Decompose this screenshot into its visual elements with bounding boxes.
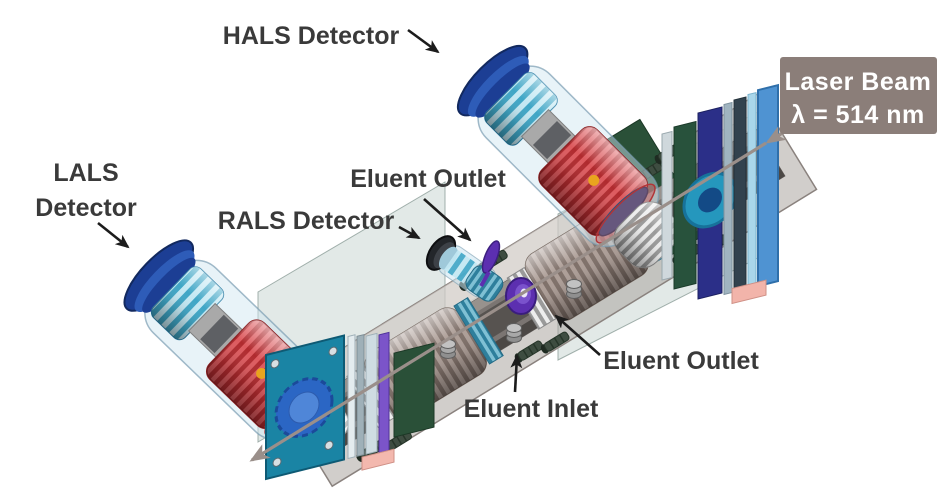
lals-detector-label-line2: Detector [35, 194, 137, 222]
screw-icon [324, 440, 334, 450]
laser-entrance-plate-stack [661, 83, 779, 305]
left-coil-teal-rings [453, 296, 504, 365]
eluent-outlet-mid-arrow [554, 314, 601, 356]
eluent-inlet-port [506, 323, 522, 343]
entr-plate-dark [733, 96, 747, 293]
eluent-outlet-top-fitting [481, 240, 501, 274]
laser-exit-plate-stack [265, 331, 435, 481]
rals-arrow [398, 225, 421, 240]
exit-base-pink [361, 448, 395, 471]
laser-callout: Laser Beam λ = 514 nm [780, 57, 937, 134]
exit-plate-light [365, 332, 378, 455]
eluent-outlet-top-label: Eluent Outlet [350, 165, 506, 193]
laser-callout-line2: λ = 514 nm [791, 101, 925, 129]
lals-arrow [97, 221, 130, 249]
entr-plate-blue [757, 83, 779, 288]
exit-plate-purple [378, 331, 390, 454]
exit-gear-core [288, 391, 320, 424]
rals-lens [438, 246, 458, 270]
hals-detector-label: HALS Detector [223, 22, 400, 50]
eluent-outlet-mid-fitting [505, 277, 537, 315]
laser-callout-line1: Laser Beam [785, 68, 932, 96]
exit-green-block [393, 342, 435, 438]
laser-callout-box [780, 57, 937, 134]
port-stub [566, 279, 582, 299]
hals-arrow [407, 28, 440, 54]
entr-plate-skyblue [747, 91, 757, 290]
entr-plate-gray [723, 101, 733, 296]
entr-base-pink [731, 279, 767, 305]
eluent-inlet-label: Eluent Inlet [464, 395, 599, 423]
screw-icon [270, 359, 280, 369]
screw-icon [272, 457, 282, 467]
lals-detector-label-line1: LALS [53, 159, 118, 187]
label-arrows [97, 28, 601, 393]
screw-icon [328, 346, 338, 356]
laser-beam-arrow [249, 126, 787, 462]
eluent-outlet-top-arrow [423, 198, 472, 242]
eluent-outlet-top-stem [479, 271, 491, 287]
eluent-inlet-arrow [510, 354, 523, 393]
eluent-outlet-mid-label: Eluent Outlet [603, 347, 759, 375]
rals-detector-label: RALS Detector [218, 207, 395, 235]
entr-cell-window-core [698, 187, 722, 213]
